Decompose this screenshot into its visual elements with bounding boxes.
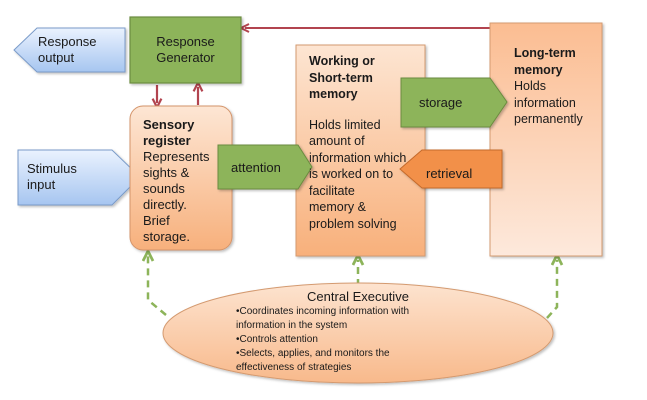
sensory-register-text: Sensory register Represents sights & sou…: [143, 117, 209, 245]
ltm-body-line: permanently: [514, 112, 583, 126]
central-executive-bullet-line: •Controls attention: [236, 334, 318, 345]
ltm-body-line: information: [514, 95, 576, 110]
central-executive-shape: [162, 282, 554, 384]
working-memory-body-line: problem solving: [309, 216, 397, 231]
ltm-title-line: Long-term: [514, 46, 576, 60]
attention-label: attention: [231, 160, 281, 175]
central-executive-bullet-line: •Coordinates incoming information with: [236, 306, 410, 317]
working-memory-text: Working or Short-term memory Holds limit…: [309, 53, 406, 232]
central-executive-bullet-line: •Selects, applies, and monitors the: [236, 348, 390, 359]
storage-label: storage: [419, 95, 463, 110]
response-output-shape: [13, 27, 126, 73]
working-memory-body-line: is worked on to: [309, 167, 394, 181]
long-term-memory-shape: [489, 22, 603, 257]
stimulus-input-line-2: input: [27, 177, 56, 192]
attention-arrow-shape: [217, 144, 313, 190]
working-memory-title-line: memory: [309, 87, 358, 101]
working-memory-body-line: memory &: [309, 200, 366, 214]
sensory-register-body-line: sights &: [143, 165, 190, 180]
working-memory-body-line: amount of: [309, 134, 365, 148]
executive-to-ltm-arrow: [546, 260, 557, 319]
response-generator-shape: [129, 16, 242, 84]
long-term-memory-text: Long-term memory Holds information perma…: [514, 45, 583, 128]
working-memory-body-line: facilitate: [309, 183, 355, 198]
response-generator-line-2: Generator: [156, 50, 215, 65]
sensory-register-title-2: register: [143, 133, 191, 148]
retrieval-arrow-shape: [399, 149, 503, 189]
sensory-register-body-line: sounds: [143, 181, 185, 196]
central-executive-bullet-line: information in the system: [236, 320, 348, 331]
working-memory-body-line: information which: [309, 150, 407, 165]
working-memory-title-line: Short-term: [309, 70, 373, 85]
response-generator-label: Response Generator: [130, 34, 241, 66]
ltm-title-line: memory: [514, 62, 563, 77]
sensory-register-body-line: Brief: [143, 213, 170, 228]
retrieval-label: retrieval: [426, 166, 473, 181]
response-output-line-2: output: [38, 50, 75, 65]
ltm-body-line: Holds: [514, 79, 546, 93]
response-output-line-1: Response: [38, 34, 97, 49]
response-output-label: Response output: [38, 34, 97, 66]
working-memory-title-line: Working or: [309, 54, 375, 68]
sensory-register-body-line: storage.: [143, 229, 190, 244]
stimulus-input-shape: [17, 149, 141, 206]
stimulus-input-label: Stimulus input: [27, 161, 77, 193]
executive-to-sensory-arrow: [148, 256, 167, 316]
sensory-register-body-line: Represents: [143, 149, 210, 164]
working-memory-body-line: Holds limited: [309, 117, 381, 132]
sensory-register-body-line: directly.: [143, 197, 187, 212]
central-executive-bullets: •Coordinates incoming information with i…: [236, 305, 409, 375]
central-executive-bullet-line: effectiveness of strategies: [236, 362, 352, 373]
stimulus-input-line-1: Stimulus: [27, 161, 77, 176]
central-executive-title: Central Executive: [307, 289, 409, 304]
storage-arrow-shape: [400, 77, 508, 128]
response-generator-line-1: Response: [156, 34, 215, 49]
sensory-register-title-1: Sensory: [143, 117, 195, 132]
